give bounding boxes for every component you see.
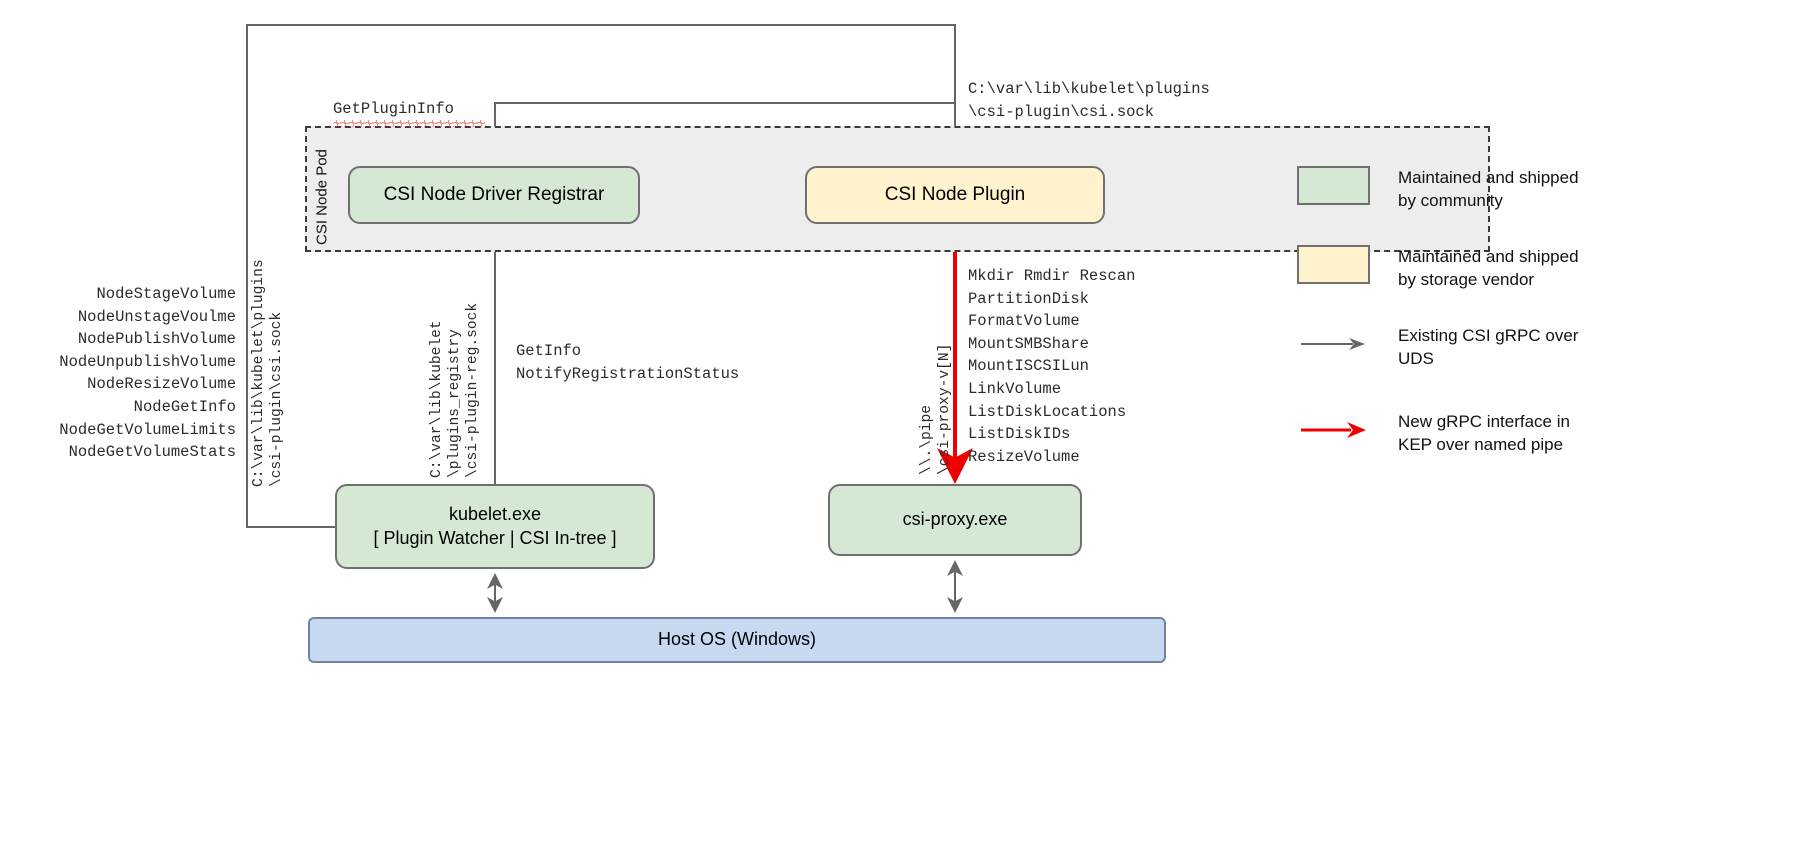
legend-label: Maintained and shipped by storage vendor — [1398, 247, 1579, 289]
node-csi-node-plugin[interactable]: CSI Node Plugin — [805, 166, 1105, 224]
legend-item-vendor: Maintained and shipped by storage vendor — [1297, 245, 1797, 291]
node-label-line1: kubelet.exe — [448, 503, 542, 524]
legend-swatch-green-icon — [1297, 166, 1370, 205]
legend-label: Existing CSI gRPC over UDS — [1398, 326, 1579, 368]
label-plugin-socket-path: C:\var\lib\kubelet\plugins \csi-plugin\c… — [968, 80, 1210, 121]
node-label: Host OS (Windows) — [657, 629, 817, 650]
label-vertical-csi-sock-path: C:\var\lib\kubelet\plugins \csi-plugin\c… — [251, 259, 285, 487]
node-label-line2: [ Plugin Watcher | CSI In-tree ] — [373, 527, 617, 548]
node-kubelet-exe[interactable]: kubelet.exe [ Plugin Watcher | CSI In-tr… — [335, 484, 655, 569]
label-csi-proxy-api-list: Mkdir Rmdir Rescan PartitionDisk FormatV… — [968, 267, 1136, 466]
legend-label: Maintained and shipped by community — [1398, 168, 1579, 210]
node-csi-proxy-exe[interactable]: csi-proxy.exe — [828, 484, 1082, 556]
node-label: csi-proxy.exe — [902, 509, 1008, 530]
node-label: CSI Node Plugin — [884, 184, 1026, 206]
node-label: CSI Node Driver Registrar — [383, 184, 605, 206]
label-registration-api-list: GetInfo NotifyRegistrationStatus — [516, 342, 740, 383]
label-get-plugin-info: GetPluginInfo — [333, 100, 454, 118]
csi-node-pod-container — [305, 126, 1490, 252]
label-vertical-named-pipe-path: \\.\pipe \csi-proxy-v[N] — [919, 343, 953, 475]
label-vertical-registry-sock-path: C:\var\lib\kubelet \plugins_registry \cs… — [429, 302, 481, 478]
label-node-service-api-list: NodeStageVolume NodeUnstageVoulme NodePu… — [59, 285, 236, 462]
legend-label: New gRPC interface in KEP over named pip… — [1398, 412, 1570, 454]
spellcheck-underline — [333, 120, 485, 127]
legend-red-arrow-icon — [1297, 410, 1370, 449]
legend-swatch-yellow-icon — [1297, 245, 1370, 284]
node-csi-node-driver-registrar[interactable]: CSI Node Driver Registrar — [348, 166, 640, 224]
legend-gray-arrow-icon — [1297, 324, 1370, 363]
legend: Maintained and shipped by community Main… — [1297, 166, 1797, 489]
node-host-os[interactable]: Host OS (Windows) — [308, 617, 1166, 663]
legend-item-community: Maintained and shipped by community — [1297, 166, 1797, 212]
legend-item-new-grpc: New gRPC interface in KEP over named pip… — [1297, 410, 1797, 456]
legend-item-existing-grpc: Existing CSI gRPC over UDS — [1297, 324, 1797, 370]
csi-node-pod-label: CSI Node Pod — [313, 149, 331, 245]
